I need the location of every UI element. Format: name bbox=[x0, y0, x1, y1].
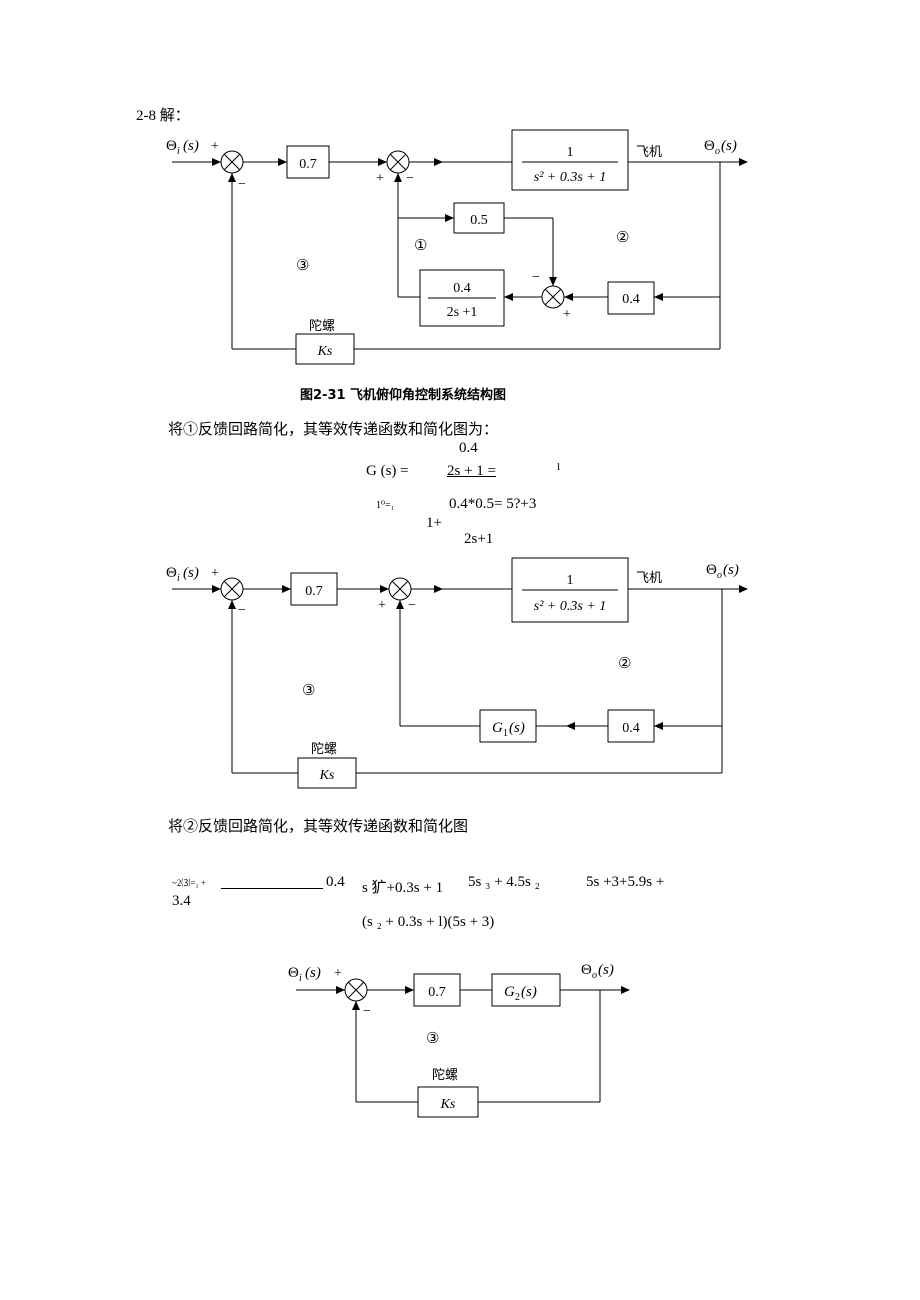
plant-numerator: 1 bbox=[567, 145, 574, 160]
block-diagram-3: Θ i (s) + − Θ o (s) ③ 陀螺 0.7 G 2 (s) Ks bbox=[288, 962, 630, 1118]
eq2-tail: 3.4 bbox=[172, 893, 191, 909]
plus-sign: + bbox=[211, 566, 219, 581]
loop-3-marker: ③ bbox=[296, 258, 309, 274]
block-diagram-2: Θ i (s) + − + − Θ o (s) 飞机 陀螺 ③ ② 0.7 1 … bbox=[166, 557, 748, 789]
paragraph-loop-2: 将②反馈回路简化，其等效传递函数和简化图 bbox=[168, 819, 469, 835]
figure-caption: 图2-31 飞机俯仰角控制系统结构图 bbox=[300, 388, 507, 403]
block-diagram-1: Θ i (s) + − + − − + Θ o (s) 飞机 陀螺 ③ ① ② … bbox=[166, 129, 748, 365]
plus-sign: + bbox=[378, 598, 386, 613]
loop-1-marker: ① bbox=[414, 238, 427, 254]
theta-in-label: Θ bbox=[166, 138, 177, 154]
lag-denominator: 2s +1 bbox=[447, 305, 478, 320]
gyro-tf-text: Ks bbox=[440, 1097, 456, 1112]
theta-out-label: Θ bbox=[581, 962, 592, 978]
theta-out-sub: o bbox=[717, 570, 722, 581]
loop-2-marker: ② bbox=[616, 230, 629, 246]
minus-sign: − bbox=[363, 1004, 371, 1019]
g2-sub: 2 bbox=[515, 992, 520, 1003]
minus-sign: − bbox=[238, 177, 246, 192]
loop-3-marker: ③ bbox=[302, 683, 315, 699]
eq2-term3: 5s +3+5.9s + bbox=[586, 874, 665, 890]
eq1-top: 0.4 bbox=[459, 440, 478, 456]
theta-in-label: Θ bbox=[166, 565, 177, 581]
plane-label: 飞机 bbox=[636, 571, 662, 586]
g1-arg: (s) bbox=[509, 720, 525, 736]
gyro-tf-text: Ks bbox=[319, 768, 335, 783]
eq2-den: (s ₂ + 0.3s + l)(5s + 3) bbox=[362, 914, 495, 930]
theta-in-arg: (s) bbox=[183, 565, 199, 581]
g1-sub: 1 bbox=[503, 728, 508, 739]
plant-denominator: s² + 0.3s + 1 bbox=[534, 170, 607, 185]
theta-out-arg: (s) bbox=[723, 562, 739, 578]
loop-3-marker: ③ bbox=[426, 1031, 439, 1047]
theta-in-arg: (s) bbox=[183, 138, 199, 154]
g1-letter: G bbox=[492, 720, 503, 736]
minus-sign: − bbox=[408, 598, 416, 613]
paragraph-loop-1: 将①反馈回路简化，其等效传递函数和简化图为： bbox=[168, 422, 499, 438]
g2-arg: (s) bbox=[521, 984, 537, 1000]
gain-0.7-text: 0.7 bbox=[299, 157, 317, 172]
theta-out-arg: (s) bbox=[721, 138, 737, 154]
plus-sign: + bbox=[376, 171, 384, 186]
lag-numerator: 0.4 bbox=[453, 281, 471, 296]
theta-in-sub: i bbox=[177, 146, 180, 157]
gain-0.7-text: 0.7 bbox=[305, 584, 323, 599]
theta-out-label: Θ bbox=[706, 562, 717, 578]
theta-out-arg: (s) bbox=[598, 962, 614, 978]
eq1-den: 2s+1 bbox=[464, 531, 494, 547]
theta-in-label: Θ bbox=[288, 965, 299, 981]
theta-in-sub: i bbox=[299, 973, 302, 984]
eq2-underscore bbox=[221, 888, 323, 889]
eq1-left-small: 1⁰=₁ bbox=[376, 500, 395, 511]
minus-sign: − bbox=[532, 270, 540, 285]
minus-sign: − bbox=[238, 603, 246, 618]
eq2-term2: 5s ₃ + 4.5s ₂ bbox=[468, 874, 540, 890]
theta-out-sub: o bbox=[715, 146, 720, 157]
gain-0.4-text: 0.4 bbox=[622, 721, 640, 736]
eq2-term1: s 犷+0.3s + 1 bbox=[362, 880, 444, 896]
theta-out-label: Θ bbox=[704, 138, 715, 154]
gain-0.7-text: 0.7 bbox=[428, 985, 446, 1000]
eq2-num: 0.4 bbox=[326, 874, 345, 890]
gyro-label: 陀螺 bbox=[432, 1067, 458, 1083]
minus-sign: − bbox=[406, 171, 414, 186]
plus-sign: + bbox=[334, 966, 342, 981]
theta-in-sub: i bbox=[177, 573, 180, 584]
plus-sign: + bbox=[563, 307, 571, 322]
gyro-tf-text: Ks bbox=[317, 344, 333, 359]
eq1-sup: 1 bbox=[556, 462, 561, 473]
loop-2-marker: ② bbox=[618, 656, 631, 672]
solution-heading: 2-8 解： bbox=[136, 108, 190, 124]
theta-in-arg: (s) bbox=[305, 965, 321, 981]
plus-sign: + bbox=[211, 139, 219, 154]
gain-0.5-text: 0.5 bbox=[470, 213, 488, 228]
eq1-mid: 2s + 1 = bbox=[447, 463, 497, 479]
eq2-lhs: ~2⑶=₁ + bbox=[172, 878, 206, 888]
plane-label: 飞机 bbox=[636, 145, 662, 160]
gyro-label: 陀螺 bbox=[311, 741, 337, 757]
gyro-label: 陀螺 bbox=[309, 318, 335, 334]
theta-out-sub: o bbox=[592, 970, 597, 981]
eq1-right: 0.4*0.5= 5?+3 bbox=[449, 496, 537, 512]
plant-denominator: s² + 0.3s + 1 bbox=[534, 599, 607, 614]
eq1-lhs: G (s) = bbox=[366, 463, 409, 479]
plant-numerator: 1 bbox=[567, 573, 574, 588]
eq1-one-plus: 1+ bbox=[426, 515, 442, 531]
gain-0.4-text: 0.4 bbox=[622, 292, 640, 307]
g2-letter: G bbox=[504, 984, 515, 1000]
